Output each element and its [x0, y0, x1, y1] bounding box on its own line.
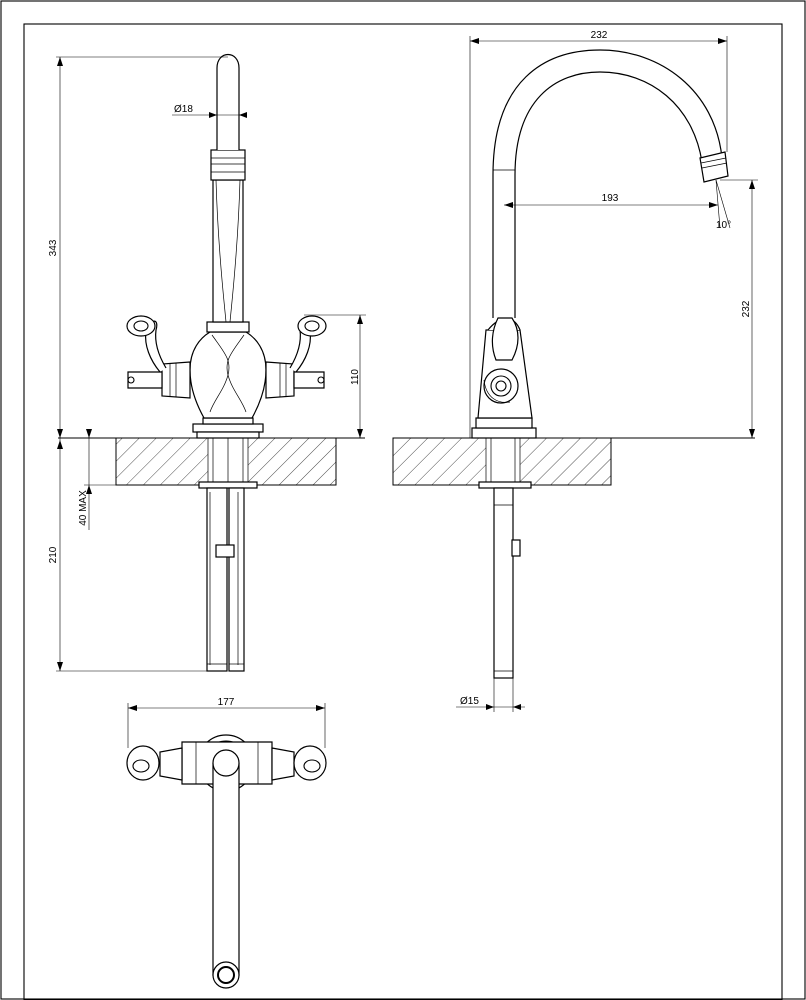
- dim-below-deck: 210: [48, 546, 59, 563]
- front-tail-left: [206, 487, 228, 672]
- dim-spout-reach-outer: 232: [591, 30, 608, 41]
- plan-handle-left: [159, 747, 183, 781]
- side-spout-inner: [514, 71, 703, 318]
- side-view: 232 193 10° 232 Ø15: [392, 30, 758, 712]
- dim-spout-height: 232: [741, 300, 752, 317]
- side-base-flange: [471, 427, 537, 439]
- front-handle-right: [265, 315, 327, 399]
- front-spout-top: [216, 53, 240, 150]
- side-lever: [491, 317, 519, 361]
- side-backnut: [478, 481, 532, 489]
- dim-spout-diameter: Ø18: [174, 104, 193, 115]
- dim-handle-height: 110: [350, 369, 361, 385]
- dim-plan-width: 177: [218, 697, 235, 708]
- front-backnut: [198, 481, 258, 489]
- inner-border: [23, 23, 783, 1000]
- front-handle-left: [126, 315, 191, 399]
- front-spout-tube: [212, 179, 244, 323]
- front-tail-right: [228, 487, 245, 672]
- dim-height-total: 343: [48, 239, 59, 256]
- dim-deck-max: 40 MAX: [78, 490, 89, 526]
- side-aerator: [699, 151, 729, 183]
- plan-spout: [212, 763, 240, 976]
- dim-tail-diameter: Ø15: [460, 696, 479, 707]
- side-tail-valve: [511, 539, 521, 557]
- front-spout-collar: [210, 149, 246, 181]
- plan-handle-right: [271, 747, 295, 781]
- dim-spout-angle: 10°: [716, 220, 731, 231]
- side-handle-boss: [483, 368, 519, 404]
- front-view: 343 Ø18 110 210 40 MAX: [48, 53, 366, 672]
- front-tail-nut: [215, 544, 235, 558]
- side-tail: [493, 487, 514, 679]
- front-body-collar: [206, 321, 250, 333]
- plan-view: 177: [126, 697, 327, 989]
- dim-spout-reach-inner: 193: [602, 193, 619, 204]
- front-base-flange: [192, 423, 264, 433]
